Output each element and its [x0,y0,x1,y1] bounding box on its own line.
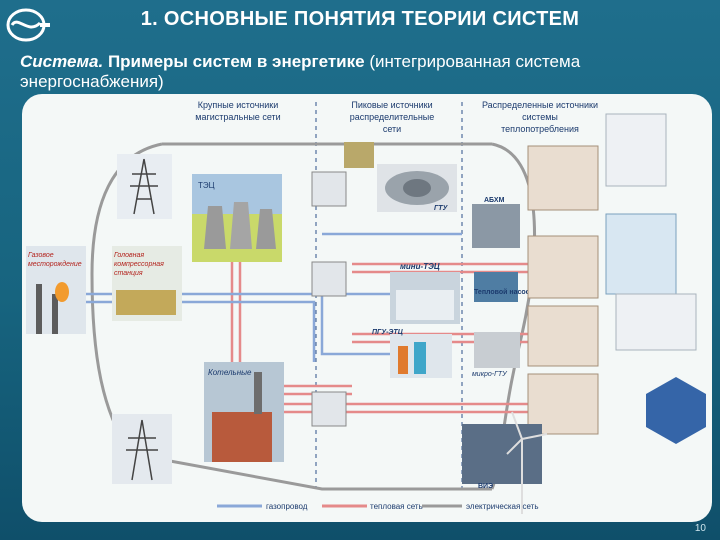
legend-electric-label: электрическая сеть [466,502,539,511]
tec-plant-image: ТЭЦ [192,174,282,262]
col-header-peak-l3: сети [383,124,401,134]
col-header-peak-l2: распределительные [350,112,435,122]
boiler-plant-image: Котельные [204,362,284,462]
label-gas-field-2: месторождение [28,260,82,268]
apartment-buildings [527,145,599,435]
label-heat-pump: Тепловой насос [474,288,530,296]
gas-field-image: Газовое месторождение [26,246,86,334]
label-pgu: ПГУ-ЭТЦ [372,329,403,336]
energy-logo-icon [6,8,50,42]
subtitle-lead: Примеры систем в энергетике [107,52,365,71]
diagram-canvas: Крупные источники магистральные сети Пик… [26,100,706,514]
legend-gas-label: газопровод [266,502,308,511]
pgu-plant-image: ПГУ-ЭТЦ [372,329,452,378]
col-header-distributed-l2: системы [522,112,558,122]
slide-subtitle: Система. Примеры систем в энергетике (ин… [20,52,710,92]
micro-gtu-image: микро-ГТУ [472,332,520,378]
power-tower-image [117,154,172,219]
page-title: 1. ОСНОВНЫЕ ПОНЯТИЯ ТЕОРИИ СИСТЕМ [140,8,580,30]
legend-heat-label: тепловая сеть [370,502,423,511]
label-compressor-3: станция [114,270,143,277]
compressor-station-image: Головная компрессорная станция [112,246,182,321]
col-header-large-l2: магистральные сети [195,112,280,122]
substation-images [311,142,374,427]
label-gas-field-1: Газовое [28,252,54,259]
label-mini-tec: мини-ТЭЦ [400,262,440,271]
consumer-systems-images [605,113,706,444]
page-number: 10 [694,523,706,534]
gtu-turbine-image: ГТУ [377,164,457,212]
label-gtu: ГТУ [434,205,449,212]
subtitle-term: Система. [20,52,104,71]
power-tower-bottom-image [112,414,172,484]
col-header-distributed-l1: Распределенные источники [482,100,598,110]
label-abhm: АБХМ [484,197,505,204]
col-header-peak-l1: Пиковые источники [351,100,432,110]
label-micro-gtu: микро-ГТУ [472,371,508,378]
energy-system-diagram: Крупные источники магистральные сети Пик… [22,94,712,522]
col-header-distributed-l3: теплопотребления [501,124,579,134]
vie-renewables-image: ВИЭ [462,411,548,514]
mini-tec-image: мини-ТЭЦ [390,262,460,324]
diagram-legend: газопровод тепловая сеть электрическая с… [217,502,539,511]
label-boiler: Котельные [208,368,252,377]
col-header-large-l1: Крупные источники [198,100,278,110]
label-tec: ТЭЦ [198,181,215,190]
abhm-chiller-image: АБХМ [472,197,520,248]
subtitle-rest: (интегрированная система энергоснабжения… [20,52,581,91]
label-compressor-1: Головная [114,252,144,259]
label-vie: ВИЭ [478,483,493,490]
label-compressor-2: компрессорная [114,261,164,268]
heat-pump-image: Тепловой насос [474,272,530,302]
